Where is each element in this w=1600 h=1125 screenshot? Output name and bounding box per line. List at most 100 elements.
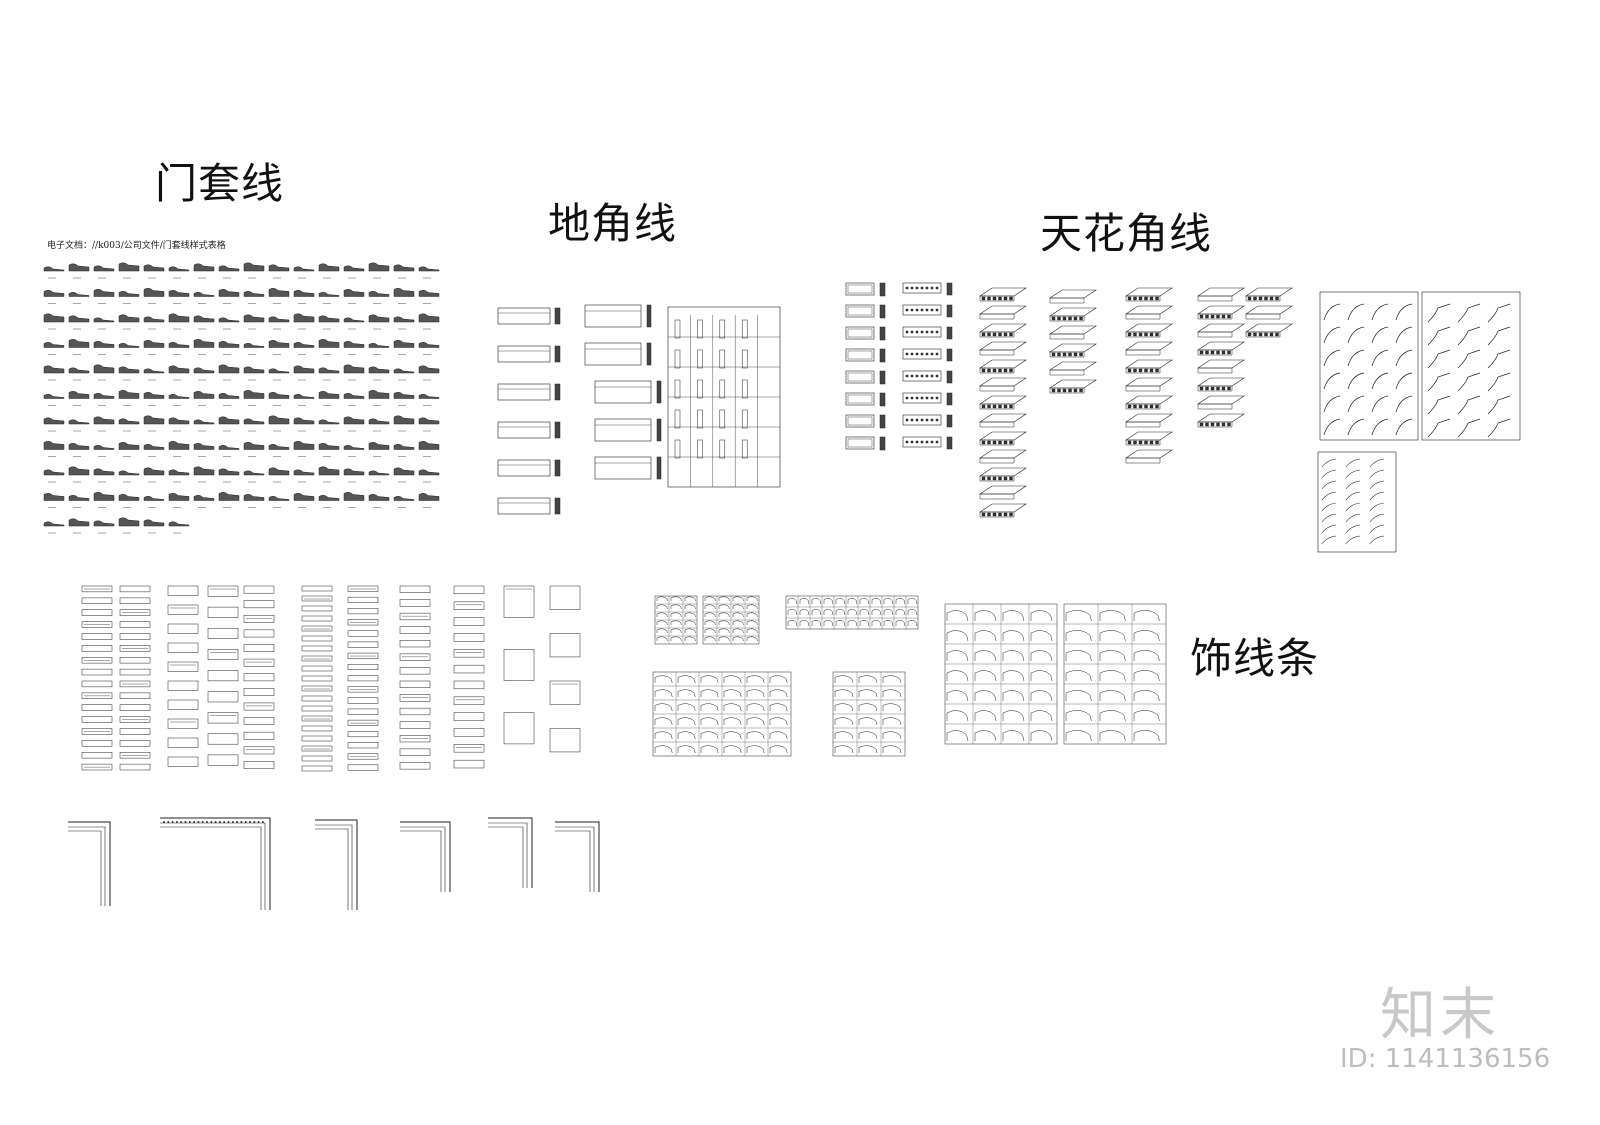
cornice-dentil — [1057, 316, 1061, 321]
moulding-strip — [347, 630, 379, 637]
profile-thumb — [168, 492, 190, 501]
cornice-bead — [925, 440, 929, 444]
profile-thumb — [43, 289, 65, 297]
cornice-curve — [1427, 372, 1451, 392]
corner-bead — [253, 821, 256, 823]
corner-bead — [180, 821, 183, 823]
moulding-strip — [503, 649, 535, 681]
cornice-perspective — [1197, 287, 1245, 297]
cornice-dentil — [1227, 386, 1231, 391]
skirting-profile — [497, 383, 551, 401]
table-profile — [719, 349, 726, 369]
cornice-dentil — [1003, 368, 1008, 373]
profile-thumb — [68, 315, 90, 323]
moulding-strip — [453, 680, 485, 690]
molding-profile — [882, 675, 902, 684]
cornice-curve — [1369, 458, 1385, 468]
cornice-dentil — [1155, 440, 1159, 445]
moulding-strip — [81, 609, 113, 616]
cornice-bead — [930, 418, 934, 422]
moulding-strip — [167, 642, 199, 653]
molding-profile — [859, 619, 870, 627]
molding-profile — [835, 619, 846, 627]
cornice-dentil — [1247, 332, 1252, 337]
cornice-elevation — [902, 392, 942, 404]
cornice-curve — [1487, 395, 1511, 415]
cornice-front — [1197, 367, 1233, 374]
cornice-curve — [1347, 418, 1365, 436]
cornice-perspective — [1125, 413, 1173, 423]
cornice-dentil — [1133, 296, 1137, 301]
cornice-perspective — [1245, 305, 1293, 315]
cornice-dentil — [1227, 422, 1231, 427]
molding-profile — [1099, 690, 1126, 702]
skirting-profile — [594, 456, 652, 480]
moulding-strip — [243, 644, 275, 652]
profile-thumb — [193, 263, 215, 272]
cornice-section — [946, 436, 953, 450]
profile-thumb — [93, 317, 115, 323]
moulding-strip — [243, 731, 275, 740]
cornice-dentil — [1009, 296, 1013, 301]
cornice-bead — [905, 308, 909, 312]
cornice-dentil — [1216, 422, 1220, 427]
profile-thumb — [93, 340, 115, 348]
profile-thumb — [118, 342, 140, 348]
cornice-dentil — [1079, 352, 1083, 357]
profile-thumb — [418, 492, 440, 501]
profile-thumb — [393, 316, 415, 323]
profile-thumb — [118, 517, 140, 527]
molding-profile — [677, 703, 696, 712]
cornice-section — [946, 392, 953, 406]
moulding-strip — [207, 649, 239, 660]
cornice-dentil — [1073, 352, 1078, 357]
cornice-dentil — [1073, 316, 1078, 321]
molding-profile — [895, 597, 906, 605]
moulding-strip — [347, 619, 379, 626]
cornice-perspective — [979, 395, 1027, 405]
cornice-dentil — [1149, 296, 1154, 301]
cornice-section — [879, 348, 886, 363]
cornice-dentil — [992, 368, 997, 373]
profile-thumb — [368, 262, 390, 272]
profile-thumb — [68, 263, 90, 272]
molding-profile — [656, 620, 668, 626]
cornice-perspective — [1197, 359, 1245, 369]
profile-thumb — [343, 392, 365, 399]
moulding-strip — [347, 686, 379, 693]
cornice-curve — [1345, 524, 1361, 534]
skirting-profile — [497, 421, 551, 439]
profile-thumb — [243, 290, 265, 297]
cornice-bead — [910, 308, 914, 312]
table-profile — [719, 409, 726, 429]
moulding-strip — [119, 633, 151, 640]
cornice-curve — [1345, 535, 1361, 545]
molding-profile — [787, 608, 798, 616]
moulding-strip — [81, 704, 113, 711]
title-ceiling-cornice: 天花角线 — [1040, 209, 1213, 258]
moulding-strip — [119, 645, 151, 652]
corner-bead — [171, 821, 174, 823]
profile-thumb — [268, 415, 290, 425]
profile-thumb — [168, 266, 190, 272]
moulding-strip — [453, 696, 485, 705]
corner-bead — [223, 821, 226, 823]
profile-thumb — [93, 491, 115, 501]
cornice-front — [1049, 333, 1085, 340]
cornice-bead — [905, 374, 909, 378]
profile-thumb — [43, 492, 65, 501]
molding-profile — [684, 604, 696, 610]
profile-thumb — [268, 467, 290, 476]
profile-thumb — [218, 288, 240, 297]
molding-profile — [732, 628, 744, 634]
molding-profile — [704, 612, 716, 618]
profile-thumb — [418, 266, 440, 272]
corner-frame — [68, 830, 102, 906]
profile-thumb — [118, 314, 140, 323]
cornice-profile-panel — [1319, 291, 1419, 441]
title-door-casing: 门套线 — [155, 159, 285, 208]
moulding-strip — [81, 716, 113, 723]
molding-profile — [974, 650, 997, 662]
cornice-dentil — [1138, 296, 1143, 301]
moulding-strip — [81, 621, 113, 628]
